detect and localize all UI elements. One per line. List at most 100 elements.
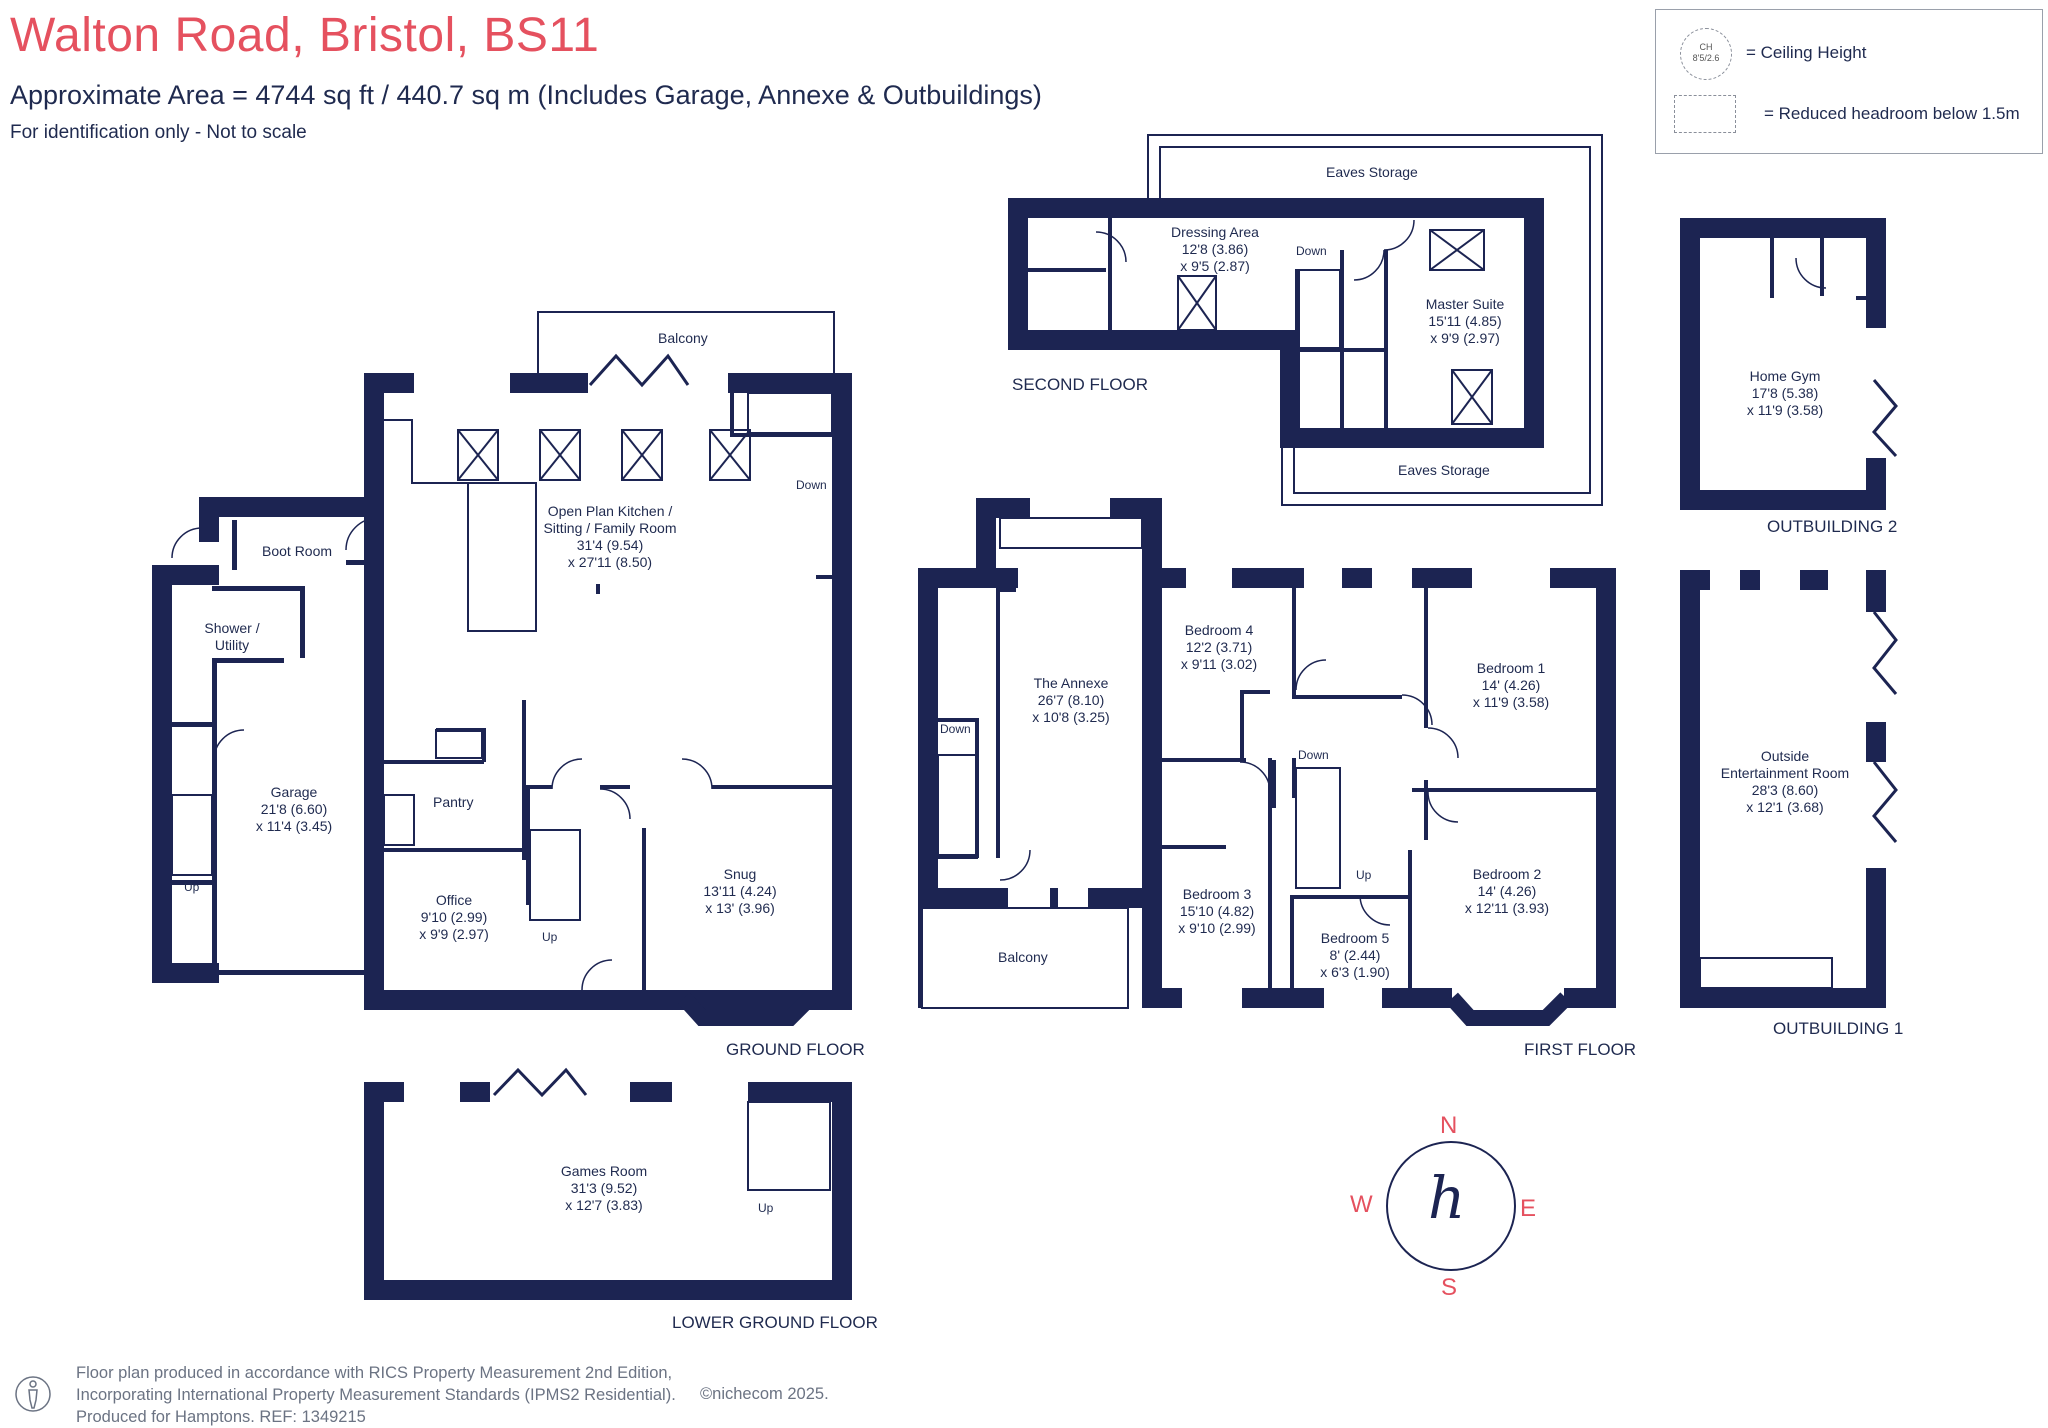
brand-copyright: ©nichecom 2025.: [700, 1385, 829, 1403]
room-label-garage: Garage 21'8 (6.60) x 11'4 (3.45): [244, 784, 344, 835]
room-label-bedroom-2: Bedroom 2 14' (4.26) x 12'11 (3.93): [1452, 866, 1562, 917]
walls: [152, 198, 1886, 1300]
room-name: Utility: [214, 637, 250, 653]
room-name: Bedroom 3: [1182, 886, 1252, 902]
room-dimension: 21'8 (6.60): [260, 801, 328, 817]
room-label-eaves-storage-top: Eaves Storage: [1326, 164, 1418, 180]
room-dimension: 28'3 (8.60): [1751, 782, 1819, 798]
room-label-bedroom-1: Bedroom 1 14' (4.26) x 11'9 (3.58): [1456, 660, 1566, 711]
room-dimension: 26'7 (8.10): [1037, 692, 1105, 708]
room-label-bedroom-5: Bedroom 5 8' (2.44) x 6'3 (1.90): [1300, 930, 1410, 981]
outlines: [171, 134, 1833, 1271]
room-dimension: x 12'11 (3.93): [1464, 900, 1550, 916]
room-name: The Annexe: [1033, 675, 1109, 691]
room-dimension: x 11'9 (3.58): [1472, 694, 1550, 710]
compass-east: E: [1520, 1195, 1537, 1222]
compass-north: N: [1440, 1112, 1458, 1139]
room-name: Bedroom 2: [1472, 866, 1542, 882]
ceiling-height-symbol-icon: CH 8'5/2.6: [1680, 28, 1732, 80]
room-label-master-suite: Master Suite 15'11 (4.85) x 9'9 (2.97): [1410, 296, 1520, 347]
footer-text: Floor plan produced in accordance with R…: [76, 1362, 676, 1428]
room-name: Master Suite: [1425, 296, 1505, 312]
room-label-snug: Snug 13'11 (4.24) x 13' (3.96): [690, 866, 790, 917]
page-title: Walton Road, Bristol, BS11: [10, 9, 600, 62]
second-floor-label: SECOND FLOOR: [1012, 375, 1149, 394]
room-dimension: 9'10 (2.99): [420, 909, 488, 925]
ch-symbol-label: CH: [1699, 42, 1713, 52]
footer-line-1: Floor plan produced in accordance with R…: [76, 1364, 673, 1382]
room-name: Garage: [270, 784, 318, 800]
room-dimension: 31'3 (9.52): [570, 1180, 638, 1196]
scale-note: For identification only - Not to scale: [10, 122, 307, 143]
room-label-shower-utility: Shower / Utility: [196, 620, 268, 654]
outbuilding-1-label: OUTBUILDING 1: [1773, 1019, 1904, 1038]
room-label-home-gym: Home Gym 17'8 (5.38) x 11'9 (3.58): [1730, 368, 1840, 419]
room-label-balcony-first: Balcony: [998, 949, 1048, 965]
room-dimension: x 9'11 (3.02): [1180, 656, 1258, 672]
stairs-down-label: Down: [796, 478, 827, 492]
ch-symbol-value: 8'5/2.6: [1692, 53, 1720, 63]
room-dimension: 13'11 (4.24): [703, 883, 777, 899]
room-dimension: 12'8 (3.86): [1181, 241, 1249, 257]
lower-ground-floor-label: LOWER GROUND FLOOR: [672, 1313, 878, 1332]
room-dimension: x 6'3 (1.90): [1320, 964, 1390, 980]
stairs-up-label: Up: [758, 1201, 774, 1215]
room-label-bedroom-4: Bedroom 4 12'2 (3.71) x 9'11 (3.02): [1164, 622, 1274, 673]
room-name: Home Gym: [1749, 368, 1821, 384]
room-dimension: 14' (4.26): [1481, 677, 1541, 693]
room-label-pantry: Pantry: [433, 794, 474, 810]
room-dimension: x 27'11 (8.50): [567, 554, 653, 570]
stairs-up-label: Up: [1356, 868, 1372, 882]
room-dimension: x 13' (3.96): [705, 900, 775, 916]
compass-south: S: [1441, 1274, 1458, 1301]
room-dimension: x 12'1 (3.68): [1746, 799, 1824, 815]
room-name: Bedroom 1: [1476, 660, 1546, 676]
room-label-office: Office 9'10 (2.99) x 9'9 (2.97): [404, 892, 504, 943]
room-dimension: x 9'9 (2.97): [1430, 330, 1500, 346]
room-dimension: 8' (2.44): [1329, 947, 1381, 963]
room-label-balcony-ground: Balcony: [658, 330, 708, 346]
room-label-bedroom-3: Bedroom 3 15'10 (4.82) x 9'10 (2.99): [1162, 886, 1272, 937]
room-dimension: x 11'4 (3.45): [255, 818, 333, 834]
stairs-up-label: Up: [184, 880, 200, 894]
room-label-kitchen: Open Plan Kitchen / Sitting / Family Roo…: [520, 503, 700, 571]
room-dimension: x 10'8 (3.25): [1032, 709, 1110, 725]
room-name: Office: [435, 892, 473, 908]
room-dimension: 15'10 (4.82): [1179, 903, 1255, 919]
outbuilding-2-label: OUTBUILDING 2: [1767, 517, 1898, 536]
stairs-up-label: Up: [542, 930, 558, 944]
room-name: Outside: [1760, 748, 1810, 764]
bifold-doors: [492, 353, 1898, 1098]
ground-floor-label: GROUND FLOOR: [726, 1040, 865, 1059]
bay-windows: [678, 992, 1572, 1026]
room-name: Entertainment Room: [1720, 765, 1850, 781]
reduced-headroom-label: = Reduced headroom below 1.5m: [1764, 104, 2020, 123]
room-name: Bedroom 4: [1184, 622, 1254, 638]
room-label-games-room: Games Room 31'3 (9.52) x 12'7 (3.83): [554, 1163, 654, 1214]
room-dimension: x 9'5 (2.87): [1180, 258, 1250, 274]
reduced-headroom-symbol-icon: [1674, 95, 1736, 133]
ceiling-height-label: = Ceiling Height: [1746, 43, 1867, 62]
room-name: Open Plan Kitchen /: [547, 503, 673, 519]
room-name: Snug: [723, 866, 757, 882]
room-name: Bedroom 5: [1320, 930, 1390, 946]
room-label-outside-entertainment: Outside Entertainment Room 28'3 (8.60) x…: [1710, 748, 1860, 816]
stairs-down-label: Down: [1296, 244, 1327, 258]
room-label-dressing-area: Dressing Area 12'8 (3.86) x 9'5 (2.87): [1160, 224, 1270, 275]
room-dimension: x 9'9 (2.97): [419, 926, 489, 942]
room-dimension: x 12'7 (3.83): [565, 1197, 643, 1213]
room-label-boot-room: Boot Room: [262, 543, 333, 559]
room-dimension: x 9'10 (2.99): [1178, 920, 1256, 936]
footer-line-2: Incorporating International Property Mea…: [76, 1386, 676, 1404]
room-name: Dressing Area: [1171, 224, 1259, 240]
compass-west: W: [1350, 1191, 1373, 1218]
room-name: Games Room: [560, 1163, 648, 1179]
room-dimension: 17'8 (5.38): [1751, 385, 1819, 401]
first-floor-label: FIRST FLOOR: [1524, 1040, 1637, 1059]
room-dimension: 14' (4.26): [1477, 883, 1537, 899]
stairs-down-label: Down: [940, 722, 971, 736]
room-dimension: 31'4 (9.54): [576, 537, 644, 553]
room-dimension: x 11'9 (3.58): [1746, 402, 1824, 418]
room-label-eaves-storage-bottom: Eaves Storage: [1398, 462, 1490, 478]
room-label-annexe: The Annexe 26'7 (8.10) x 10'8 (3.25): [1016, 675, 1126, 726]
